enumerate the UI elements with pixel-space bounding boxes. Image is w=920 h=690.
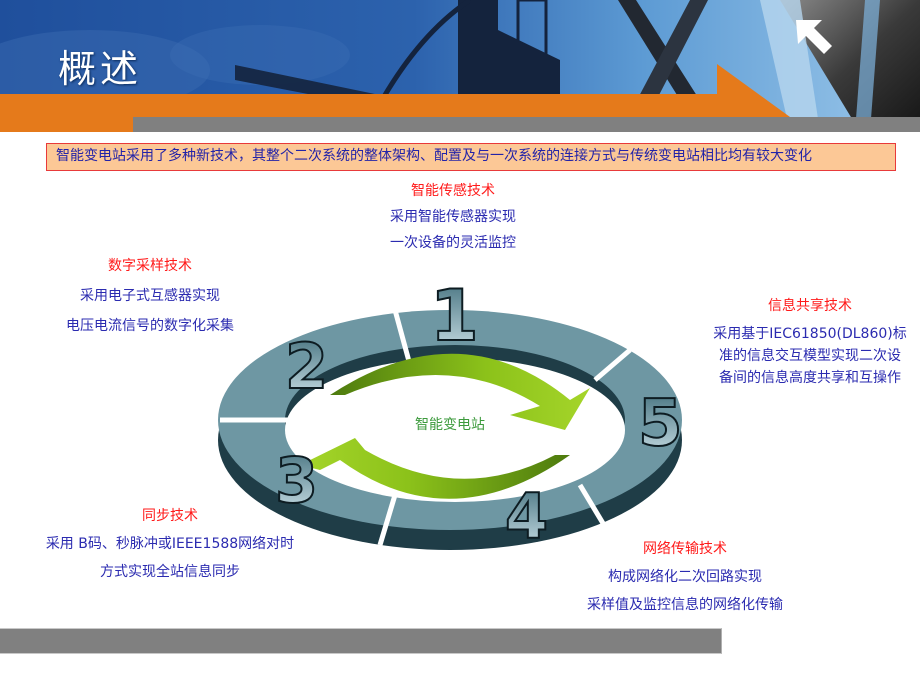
tech-desc: 采用基于IEC61850(DL860)标 (713, 326, 907, 342)
tech-desc: 采用 B码、秒脉冲或IEEE1588网络对时 (45, 536, 295, 552)
summary-box: 智能变电站采用了多种新技术，其整个二次系统的整体架构、配置及与一次系统的连接方式… (46, 143, 896, 171)
tech-desc: 采用电子式互感器实现 (80, 288, 220, 304)
tech-desc: 构成网络化二次回路实现 (608, 569, 762, 585)
slide-title: 概述 (58, 47, 143, 91)
tech-desc: 电压电流信号的数字化采集 (66, 318, 234, 334)
tech-title: 信息共享技术 (768, 298, 852, 314)
segment-number-3: 3 (275, 444, 318, 517)
tech-desc: 方式实现全站信息同步 (100, 564, 240, 580)
segment-number-5: 5 (638, 387, 683, 461)
tech-block-3: 同步技术 采用 B码、秒脉冲或IEEE1588网络对时 方式实现全站信息同步 (20, 503, 320, 585)
segment-number-2: 2 (285, 330, 328, 403)
tech-desc: 备间的信息高度共享和互操作 (719, 370, 901, 386)
tech-title: 网络传输技术 (643, 541, 727, 557)
tech-title: 同步技术 (142, 508, 198, 524)
segment-number-4: 4 (505, 480, 548, 553)
tech-block-2: 数字采样技术 采用电子式互感器实现 电压电流信号的数字化采集 (50, 253, 250, 339)
segment-gap (392, 309, 413, 366)
tech-block-4: 网络传输技术 构成网络化二次回路实现 采样值及监控信息的网络化传输 (560, 536, 810, 618)
tech-desc: 采用智能传感器实现 (390, 209, 516, 225)
tech-title: 智能传感技术 (411, 183, 495, 199)
banner-graphic (0, 0, 920, 132)
center-label: 智能变电站 (415, 417, 485, 433)
tech-block-1: 智能传感技术 采用智能传感器实现 一次设备的灵活监控 (353, 178, 553, 256)
cycle-arrow-top-icon (330, 353, 590, 430)
segment-number-1: 1 (430, 275, 479, 357)
footer-bar (0, 628, 722, 654)
tech-block-5: 信息共享技术 采用基于IEC61850(DL860)标 准的信息交互模型实现二次… (700, 295, 920, 389)
tech-desc: 采样值及监控信息的网络化传输 (587, 597, 783, 613)
tech-title: 数字采样技术 (108, 258, 192, 274)
cursor-arrow-icon (796, 20, 832, 54)
tech-desc: 一次设备的灵活监控 (390, 235, 516, 251)
tech-desc: 准的信息交互模型实现二次设 (719, 348, 901, 364)
cycle-arrow-bottom-icon (300, 438, 570, 499)
ring-diagram: 1 2 3 4 5 (218, 274, 684, 554)
header-banner (0, 0, 920, 132)
